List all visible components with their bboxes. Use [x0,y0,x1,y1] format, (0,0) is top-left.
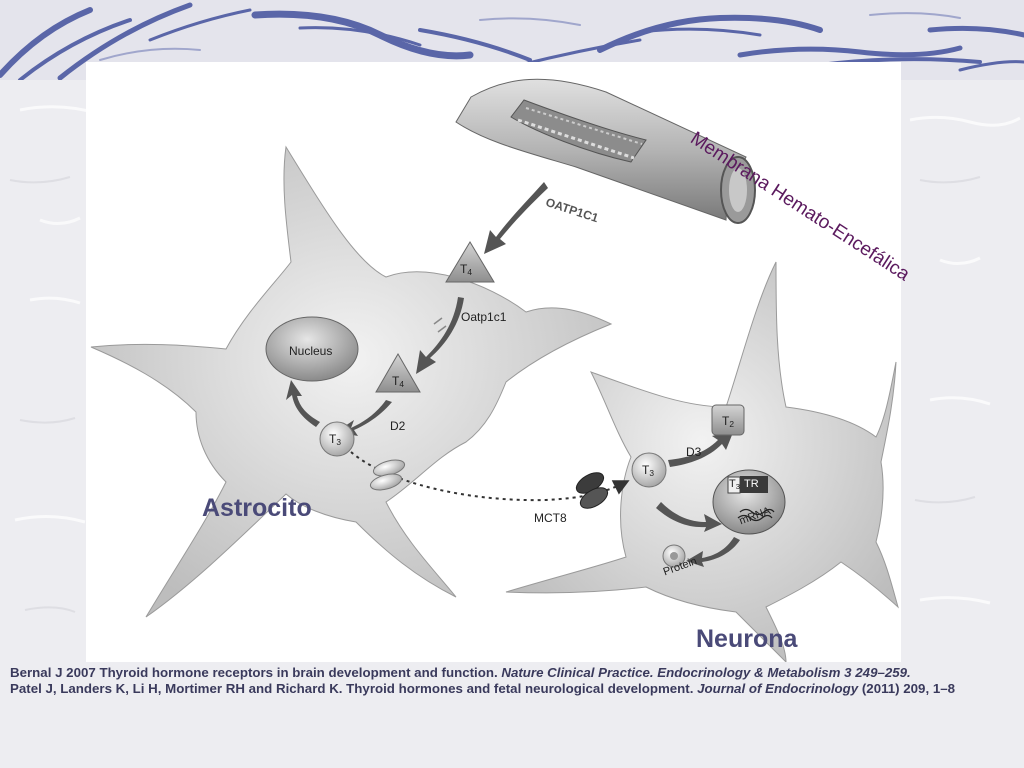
blood-vessel [455,78,756,224]
t4-label-outer: T4 [460,262,473,278]
arrow-d2 [336,400,392,436]
t4-triangle-outer [445,241,495,283]
nucleus [265,316,359,382]
arrow-oatp1c1 [416,297,464,374]
d2-label: D2 [390,419,406,433]
t2-label: T2 [722,414,735,430]
reference-item: Patel J, Landers K, Li H, Mortimer RH an… [10,681,956,696]
neuron-cell [505,261,899,662]
astrocyte-label: Astrocito [202,494,312,522]
nucleus-label: Nucleus [289,344,333,358]
arrow-vessel-to-t4 [484,182,548,254]
neuron-label: Neurona [696,625,798,653]
t4-triangle-inner [375,353,421,393]
t4-label-inner: T4 [392,374,405,390]
oatp1c1-astrocyte-label: Oatp1c1 [461,310,507,324]
t3-label-astrocyte: T3 [329,432,342,448]
astrocyte-transporter [369,459,406,491]
astrocyte-cell [90,145,613,618]
d3-label: D3 [686,445,702,459]
t3-receptor-label: T3 [729,478,741,491]
diagram-artwork [90,78,899,662]
reference-item: Bernal J 2007 Thyroid hormone receptors … [10,665,911,680]
thyroid-hormone-diagram: OATP1C1 T4 Oatp1c1 Nucleus T4 D2 T3 T2 D… [86,62,901,662]
t3-label-neuron: T3 [642,463,655,479]
t2-box [711,404,745,436]
mct8-label: MCT8 [534,511,567,525]
arrow-t3-to-receptor [656,502,722,532]
t3-ball-astrocyte [319,421,355,457]
tr-label: TR [744,478,759,490]
t3-ball-neuron [631,452,667,488]
arrow-d3 [668,430,734,467]
references: Bernal J 2007 Thyroid hormone receptors … [10,665,1010,697]
arrow-mrna-to-protein [686,537,740,567]
arrow-t3-to-nucleus [286,380,320,427]
mct8-transporter [575,472,609,509]
